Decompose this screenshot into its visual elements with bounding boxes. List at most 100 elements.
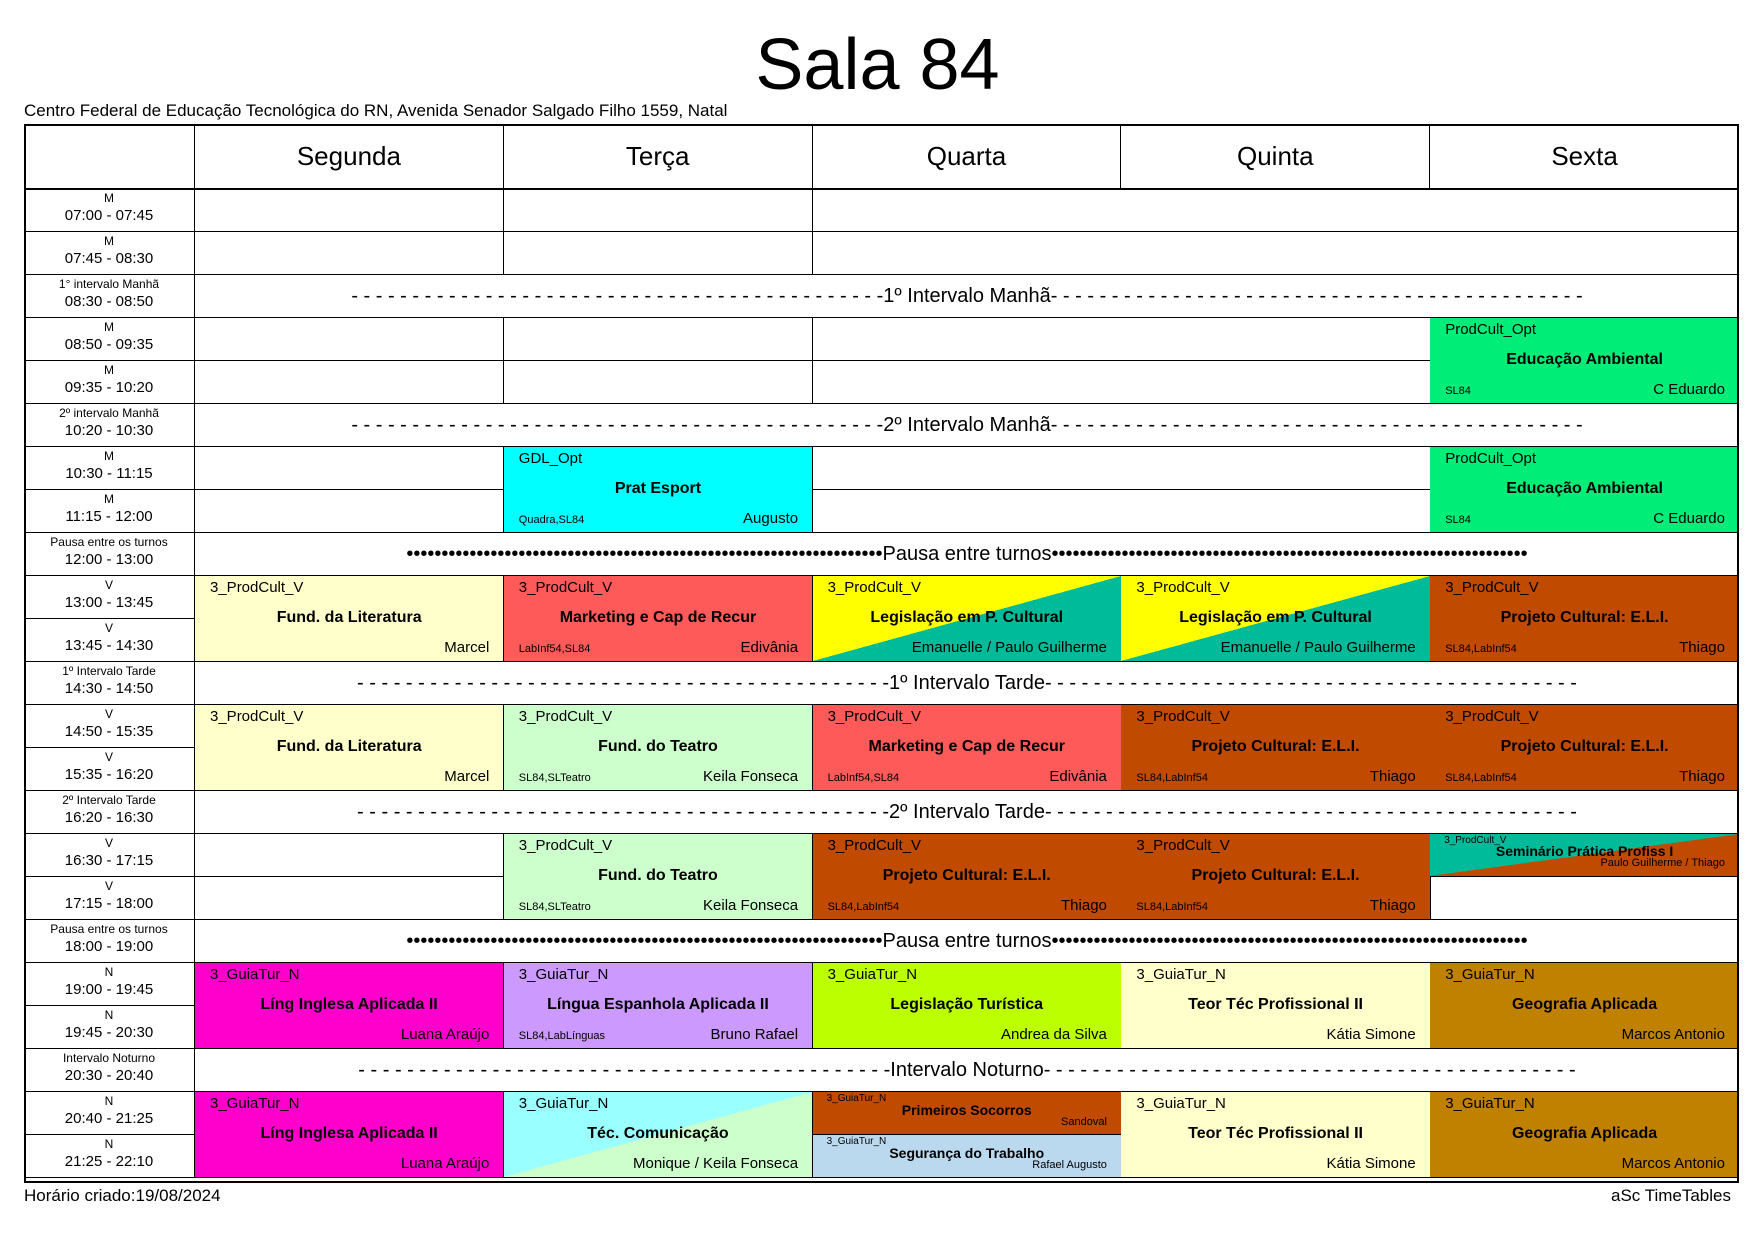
lesson-group: ProdCult_Opt [1445, 321, 1537, 338]
break-row: - - - - - - - - - - - - - - - - - - - - … [195, 404, 1739, 447]
period-time: 13:45 - 14:30 [64, 637, 154, 654]
empty-cell[interactable] [1121, 447, 1431, 490]
empty-cell[interactable] [1430, 232, 1739, 275]
lesson-group: 3_ProdCult_V [827, 708, 921, 725]
lesson-subject: Geografia Aplicada [1511, 996, 1658, 1013]
empty-cell[interactable] [812, 490, 1122, 533]
empty-cell[interactable] [1121, 490, 1431, 533]
empty-cell[interactable] [503, 189, 814, 232]
lesson-group: 3_ProdCult_V [518, 708, 613, 725]
empty-cell[interactable] [1121, 232, 1431, 275]
period-time: 20:40 - 21:25 [64, 1110, 154, 1127]
lesson-group: 3_GuiaTur_N [1136, 966, 1226, 983]
empty-cell[interactable] [812, 447, 1122, 490]
lesson-subject: Projeto Cultural: E.L.I. [882, 867, 1051, 884]
lesson-room: SL84 [1445, 514, 1471, 526]
lesson-room: SL84,LabInf54 [1445, 643, 1517, 655]
empty-cell[interactable] [503, 232, 814, 275]
empty-cell[interactable] [195, 189, 505, 232]
break-filler: - - - - - - - - - - - - - - - - - - - - … [1044, 671, 1577, 694]
period-name: 2º Intervalo Tarde [62, 793, 156, 807]
lesson-teacher: Andrea da Silva [1000, 1026, 1107, 1043]
day-header: Segunda [195, 124, 504, 189]
empty-cell[interactable] [195, 877, 505, 920]
empty-cell[interactable] [503, 361, 814, 404]
lesson-group: 3_ProdCult_V [827, 837, 921, 854]
break-label: 1º Intervalo Manhã [883, 284, 1051, 307]
empty-cell[interactable] [1121, 189, 1431, 232]
empty-cell[interactable] [195, 834, 505, 877]
lesson-group: 3_GuiaTur_N [827, 966, 918, 983]
break-filler: - - - - - - - - - - - - - - - - - - - - … [1044, 800, 1577, 823]
empty-cell[interactable] [503, 318, 814, 361]
empty-cell[interactable] [195, 490, 505, 533]
lesson-subject: Marketing e Cap de Recur [559, 609, 757, 626]
break-row: - - - - - - - - - - - - - - - - - - - - … [195, 791, 1739, 834]
empty-cell[interactable] [812, 318, 1122, 361]
lesson-subject: Teor Téc Profissional II [1188, 1125, 1363, 1142]
period-name: V [104, 750, 113, 764]
period-label: V 15:35 - 16:20 [24, 748, 195, 791]
lesson-teacher: Thiago [1369, 768, 1416, 785]
lesson-subject: Prat Esport [614, 480, 702, 497]
empty-cell[interactable] [195, 232, 505, 275]
period-time: 14:30 - 14:50 [64, 680, 154, 697]
period-name: M [104, 234, 114, 248]
empty-cell[interactable] [1121, 318, 1431, 361]
lesson-subject: Segurança do Trabalho [889, 1145, 1045, 1161]
lesson-group: 3_ProdCult_V [518, 837, 613, 854]
lesson-subject: Legislação Turística [890, 996, 1044, 1013]
day-header: Quinta [1121, 124, 1431, 189]
empty-cell[interactable] [195, 318, 505, 361]
empty-cell[interactable] [1430, 189, 1739, 232]
empty-cell[interactable] [1430, 877, 1739, 920]
empty-cell[interactable] [812, 232, 1122, 275]
empty-cell[interactable] [1121, 361, 1431, 404]
lesson-group: GDL_Opt [518, 450, 583, 467]
empty-cell[interactable] [195, 447, 505, 490]
day-header: Quarta [813, 124, 1122, 189]
period-name: M [104, 320, 114, 334]
empty-cell[interactable] [812, 361, 1122, 404]
period-time: 19:45 - 20:30 [64, 1024, 154, 1041]
empty-cell[interactable] [195, 361, 505, 404]
period-time: 11:15 - 12:00 [65, 508, 153, 525]
period-time: 15:35 - 16:20 [64, 766, 154, 783]
lesson-teacher: Luana Araújo [400, 1155, 490, 1172]
empty-cell[interactable] [812, 189, 1122, 232]
period-time: 13:00 - 13:45 [64, 594, 154, 611]
lesson-subject: Primeiros Socorros [901, 1102, 1032, 1118]
footer-created-date: Horário criado:19/08/2024 [24, 1186, 221, 1205]
lesson-room: Quadra,SL84 [518, 514, 585, 526]
